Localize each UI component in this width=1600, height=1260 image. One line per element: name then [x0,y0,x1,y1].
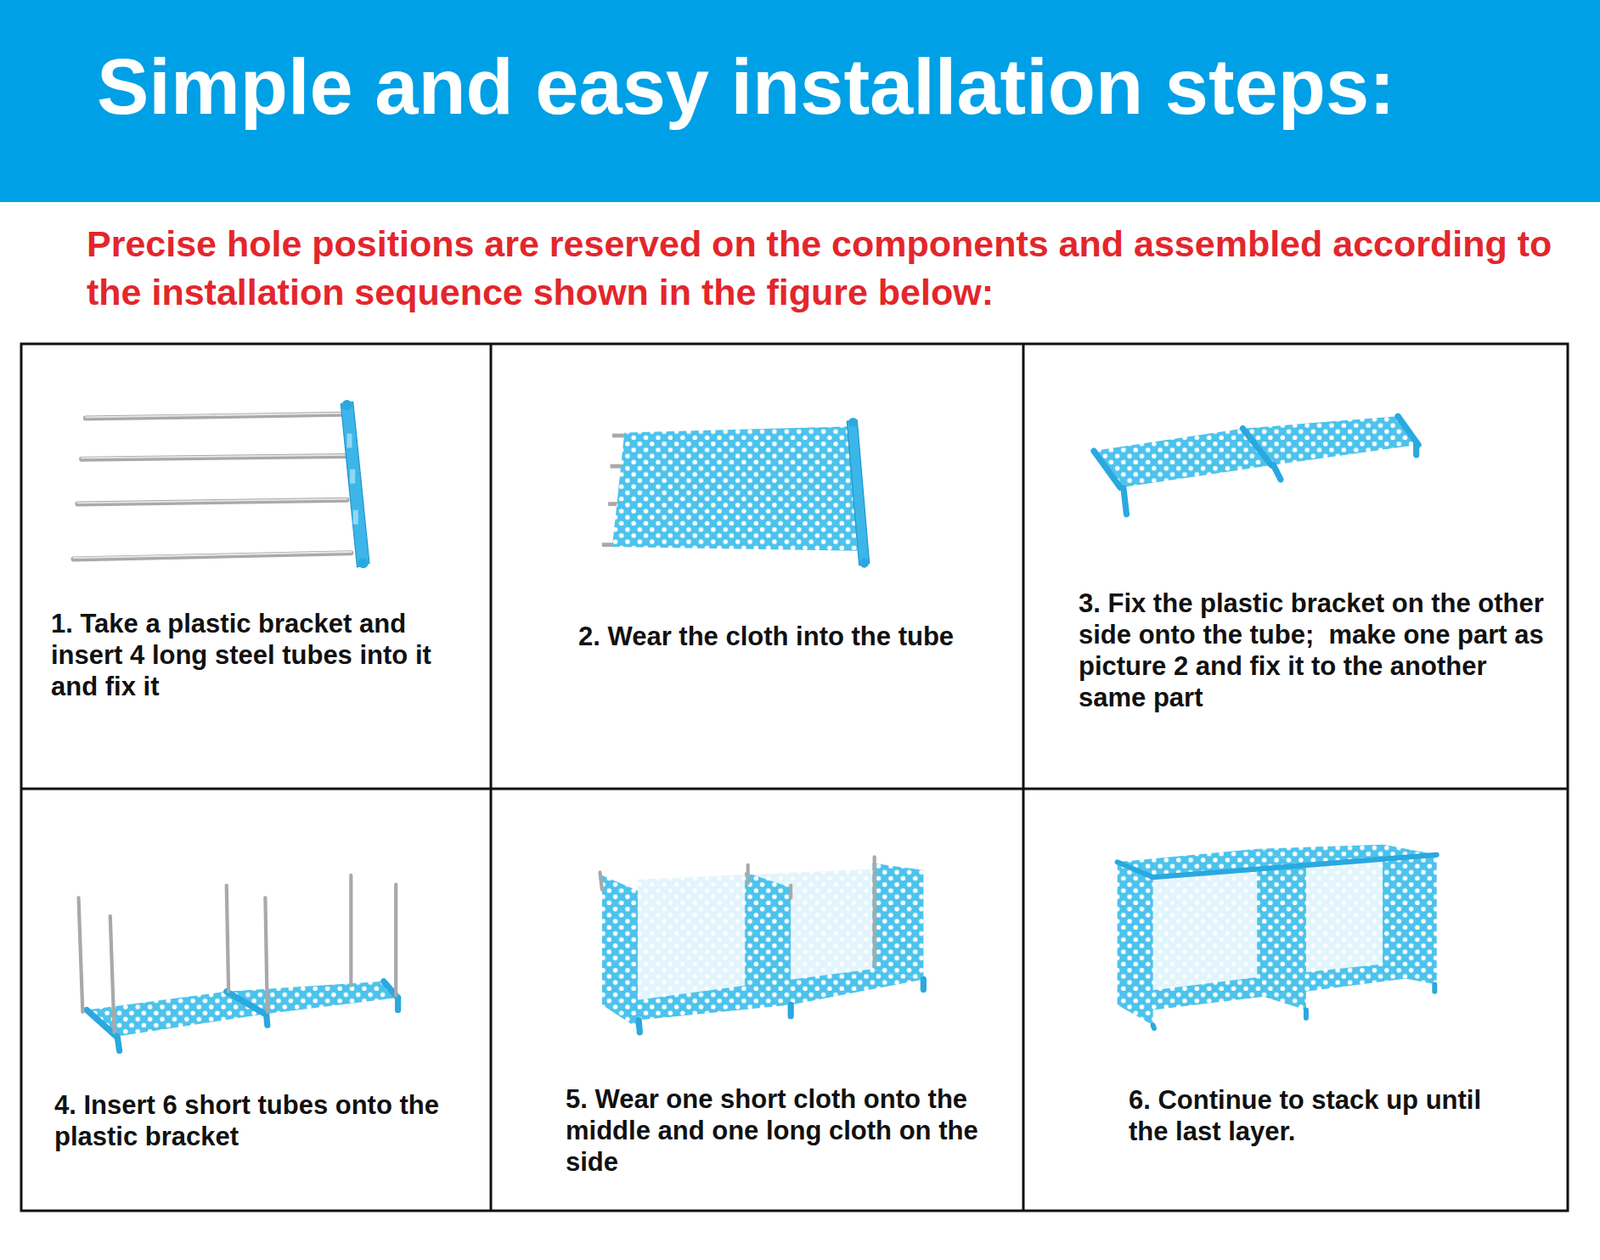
shelf-with-tubes [110,916,115,1033]
joined-shelf [1093,428,1272,489]
open-cabinet [599,856,924,1033]
joined-shelf [1093,450,1121,488]
open-cabinet [872,862,924,980]
joined-shelf [1242,416,1419,466]
open-cabinet [602,875,638,1029]
page-title: Simple and easy installation steps: [96,42,1396,133]
step-instruction: 3. Fix the plastic bracket on the other … [1078,587,1560,714]
joined-shelf [1093,416,1419,514]
open-cabinet [788,885,793,898]
joined-shelf [1273,465,1280,480]
step-cell: 5. Wear one short cloth onto the middle … [490,788,1024,1212]
shelf-with-tubes [394,997,401,1010]
open-cabinet [638,979,924,1032]
closed-cabinet [1431,984,1437,992]
cloth-on-tubes [848,417,858,428]
header-bar [0,0,1600,203]
open-cabinet [873,856,877,965]
steel-tubes [85,413,344,418]
shelf-with-tubes [226,885,229,992]
joined-shelf [1413,445,1420,456]
joined-shelf [1123,487,1127,514]
open-cabinet [788,1004,795,1016]
closed-cabinet [1117,845,1439,1029]
joined-shelf [1397,416,1419,446]
step-instruction: 2. Wear the cloth into the tube [578,620,1016,653]
table-grid [490,343,493,1212]
instruction-note: Precise hole positions are reserved on t… [86,219,1556,317]
plastic-bracket [340,400,370,569]
steel-tubes [73,552,352,558]
cloth-on-tubes [859,558,869,569]
step-cell: 3. Fix the plastic bracket on the other … [1023,343,1568,789]
open-cabinet [638,1020,640,1033]
shelf-with-tubes [78,875,399,1052]
closed-cabinet [1256,865,1307,1011]
plastic-bracket [342,400,353,411]
open-cabinet [746,865,750,885]
shelf-with-tubes [78,897,84,1013]
step-cell: 2. Wear the cloth into the tube [490,343,1024,789]
shelf-with-tubes [117,1036,119,1052]
illustration [73,400,1440,1052]
step-instruction: 5. Wear one short cloth onto the middle … [565,1083,1009,1178]
open-cabinet [744,872,791,1005]
steel-tubes [73,413,352,559]
cloth-on-tubes [612,426,857,552]
table-grid [21,343,1568,1212]
shelf-with-tubes [394,884,398,997]
table-grid [21,788,1568,791]
closed-cabinet [1153,1025,1155,1030]
steel-tubes [81,455,345,459]
step-instruction: 6. Continue to stack up until the last l… [1128,1084,1522,1148]
open-cabinet [920,979,927,990]
step-instruction: 4. Insert 6 short tubes onto the plastic… [54,1089,479,1153]
cloth-on-tubes [602,417,870,569]
table-grid [21,343,1568,1212]
shelf-with-tubes [264,897,267,1013]
joined-shelf [1093,416,1419,514]
closed-cabinet [1117,861,1154,878]
shelf-with-tubes [226,991,266,1015]
step-cell: 1. Take a plastic bracket and insert 4 l… [21,343,491,789]
shelf-with-tubes [86,981,398,1052]
steel-tubes [77,499,347,504]
steel-tubes [73,552,352,559]
step-instruction: 1. Take a plastic bracket and insert 4 l… [50,608,476,703]
closed-cabinet [1382,845,1437,986]
steel-tubes [73,414,352,560]
open-cabinet [599,872,602,890]
shelf-with-tubes [266,1014,268,1026]
shelf-with-tubes [78,875,397,1033]
plastic-bracket [358,557,369,569]
shelf-with-tubes [226,981,399,1015]
table-grid [1022,343,1026,1212]
plastic-bracket [347,433,353,449]
joined-shelf [1242,428,1272,466]
plastic-bracket [349,469,355,485]
closed-cabinet [1117,855,1437,1029]
cloth-on-tubes [846,420,869,566]
step-cell: 4. Insert 6 short tubes onto the plastic… [21,788,491,1212]
step-cell: 6. Continue to stack up until the last l… [1023,788,1568,1212]
steel-tubes [73,413,352,560]
plastic-bracket [353,510,359,525]
closed-cabinet [1153,855,1437,878]
plastic-bracket [340,401,370,568]
open-cabinet [599,856,874,965]
shelf-with-tubes [349,875,353,986]
closed-cabinet [1303,1009,1309,1019]
closed-cabinet [1117,861,1154,1026]
